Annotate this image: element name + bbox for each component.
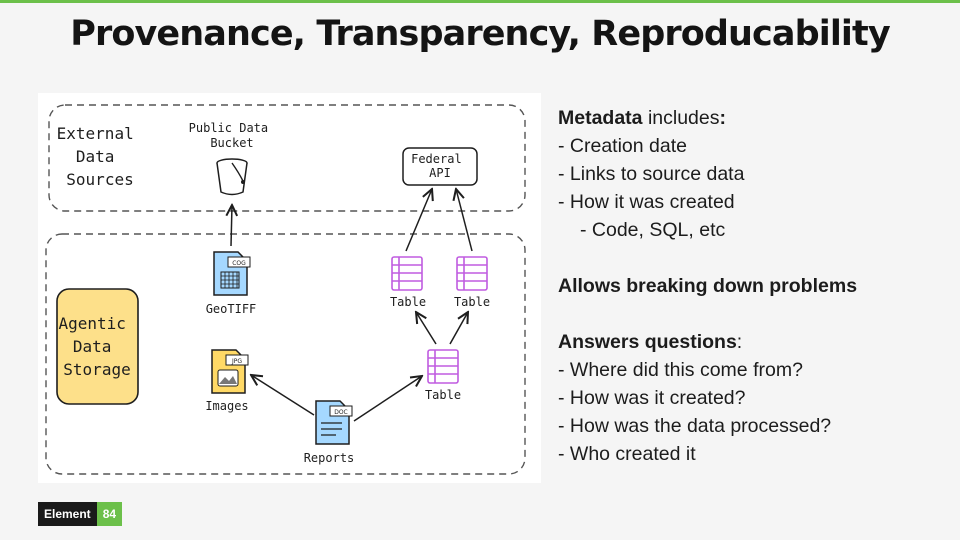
metadata-item: - How it was created bbox=[558, 191, 735, 213]
table-bottom-icon bbox=[427, 349, 459, 384]
top-accent-bar bbox=[0, 0, 960, 3]
arrow-reports-to-table bbox=[353, 376, 422, 422]
question-item: - How was the data processed? bbox=[558, 415, 832, 437]
reports-label: Reports bbox=[304, 451, 355, 465]
arrow-reports-to-images bbox=[251, 375, 315, 416]
images-file-icon: JPG bbox=[211, 349, 249, 394]
table-right-label: Table bbox=[454, 295, 490, 309]
public-bucket-label: Public Data Bucket bbox=[189, 121, 276, 150]
question-item: - Who created it bbox=[558, 443, 696, 465]
answers-heading: Answers questions: bbox=[558, 331, 743, 353]
breaking-down-heading: Allows breaking down problems bbox=[558, 275, 858, 297]
slide-title: Provenance, Transparency, Reproducabilit… bbox=[70, 14, 890, 54]
logo-name: Element bbox=[38, 502, 97, 526]
geotiff-badge: COG bbox=[232, 260, 246, 267]
agentic-storage-group bbox=[45, 233, 526, 475]
federal-api-label: Federal API bbox=[411, 152, 469, 180]
lineage-diagram: External Data Sources Public Data Bucket… bbox=[38, 93, 541, 483]
table-bottom-label: Table bbox=[425, 388, 461, 402]
table-left-icon bbox=[391, 256, 423, 291]
images-label: Images bbox=[205, 399, 248, 413]
content-text-block: Metadata includes: - Creation date - Lin… bbox=[558, 104, 948, 468]
images-badge: JPG bbox=[231, 358, 242, 365]
agentic-storage-box bbox=[56, 288, 139, 405]
logo-number: 84 bbox=[96, 502, 123, 526]
geotiff-label: GeoTIFF bbox=[206, 302, 257, 316]
reports-file-icon: DOC bbox=[315, 400, 353, 445]
metadata-heading: Metadata includes: bbox=[558, 107, 726, 129]
metadata-item: - Creation date bbox=[558, 135, 687, 157]
reports-badge: DOC bbox=[334, 409, 348, 416]
question-item: - Where did this come from? bbox=[558, 359, 803, 381]
arrow-geotiff-to-bucket bbox=[231, 205, 232, 247]
table-left-label: Table bbox=[390, 295, 426, 309]
agentic-storage-label: Agentic Data Storage bbox=[58, 314, 135, 379]
table-right-icon bbox=[456, 256, 488, 291]
question-item: - How was it created? bbox=[558, 387, 746, 409]
arrow-table-right-to-api bbox=[456, 189, 473, 252]
metadata-item: - Links to source data bbox=[558, 163, 745, 185]
federal-api-box bbox=[402, 147, 478, 186]
arrow-table-bottom-to-table-left bbox=[416, 312, 437, 345]
lineage-diagram-svg: External Data Sources Public Data Bucket… bbox=[45, 104, 526, 475]
arrow-table-bottom-to-table-right bbox=[449, 312, 468, 345]
geotiff-file-icon: COG bbox=[213, 251, 251, 296]
arrow-table-left-to-api bbox=[405, 189, 432, 252]
bucket-icon bbox=[216, 158, 248, 196]
external-sources-group bbox=[48, 104, 526, 212]
metadata-subitem: - Code, SQL, etc bbox=[580, 219, 726, 241]
external-sources-label: External Data Sources bbox=[57, 124, 144, 189]
element84-logo: Element 84 bbox=[38, 502, 123, 526]
